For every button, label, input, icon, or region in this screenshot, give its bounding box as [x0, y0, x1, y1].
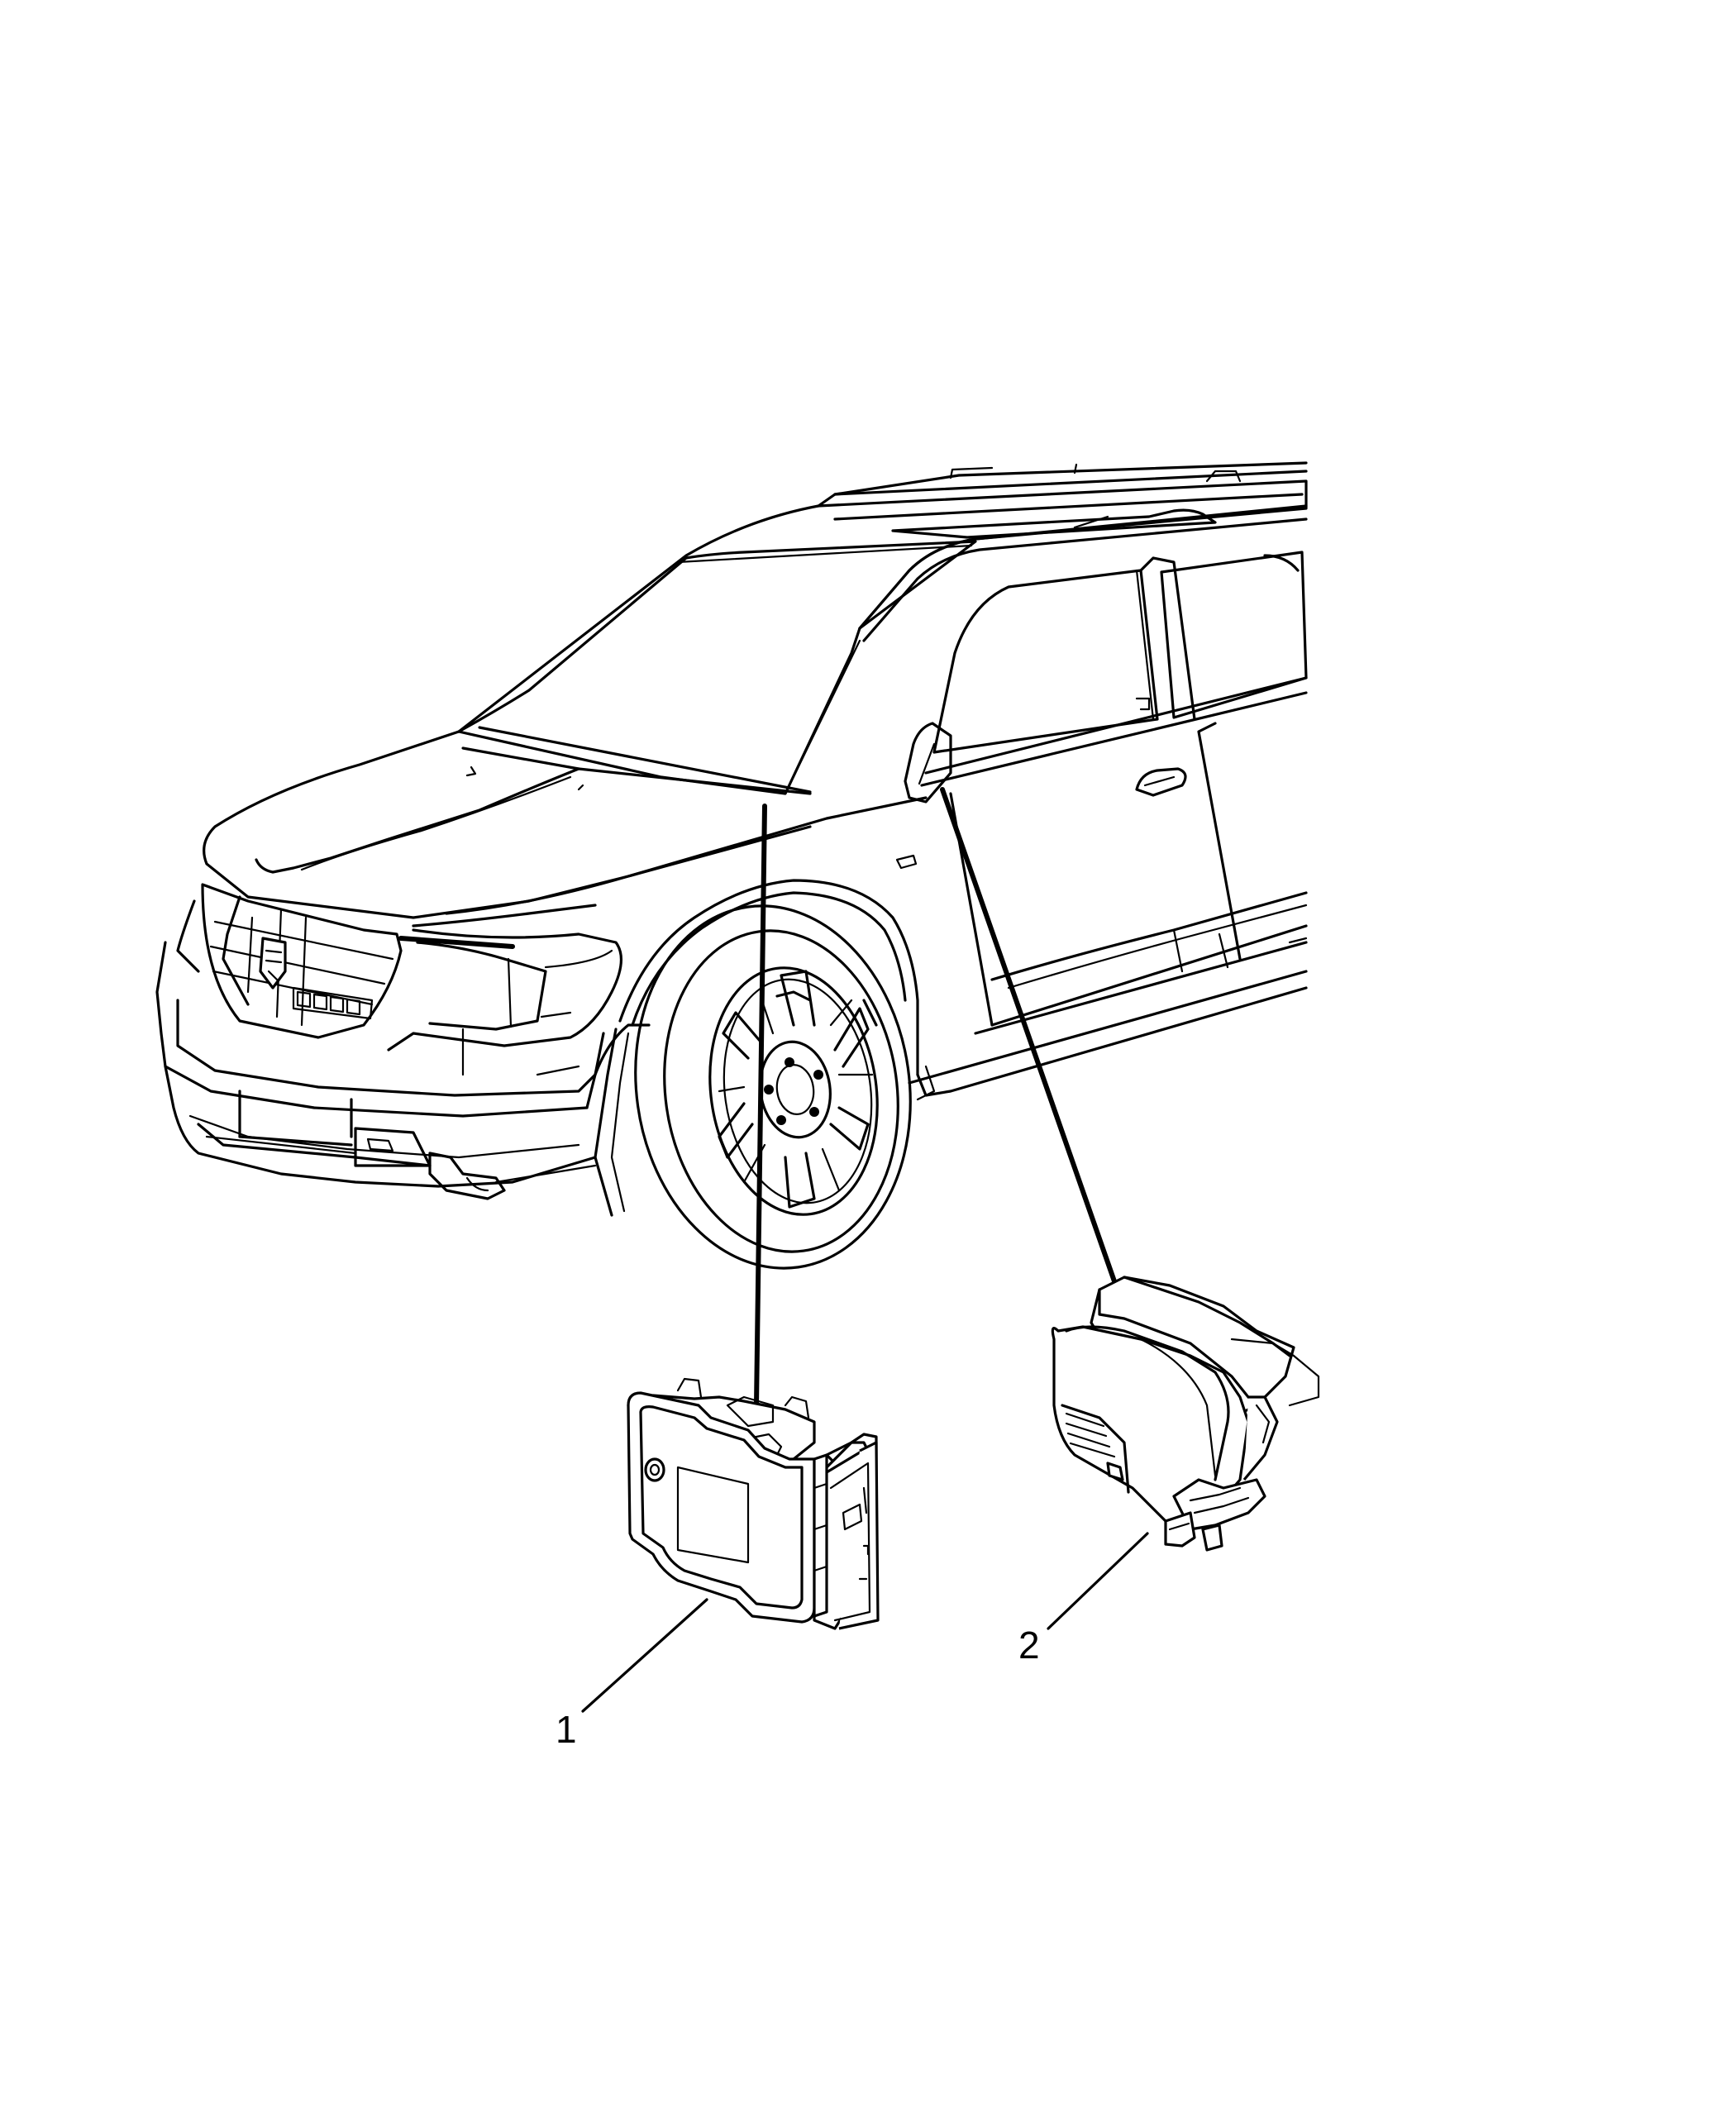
callout-1-leader	[581, 1598, 708, 1713]
callout-2-label: 2	[1018, 1624, 1040, 1667]
vehicle-illustration	[155, 461, 1308, 1270]
part-2-control-module	[1051, 1276, 1320, 1552]
leader-lines	[754, 787, 1123, 1408]
leader-line-1	[754, 804, 767, 1408]
callout-1-label: 1	[556, 1708, 577, 1751]
callout-2-leader	[1047, 1532, 1149, 1630]
part-1-abs-module	[627, 1377, 880, 1630]
callout-2: 2	[1018, 1532, 1149, 1667]
callout-1: 1	[556, 1598, 708, 1751]
leader-line-2	[940, 787, 1123, 1300]
